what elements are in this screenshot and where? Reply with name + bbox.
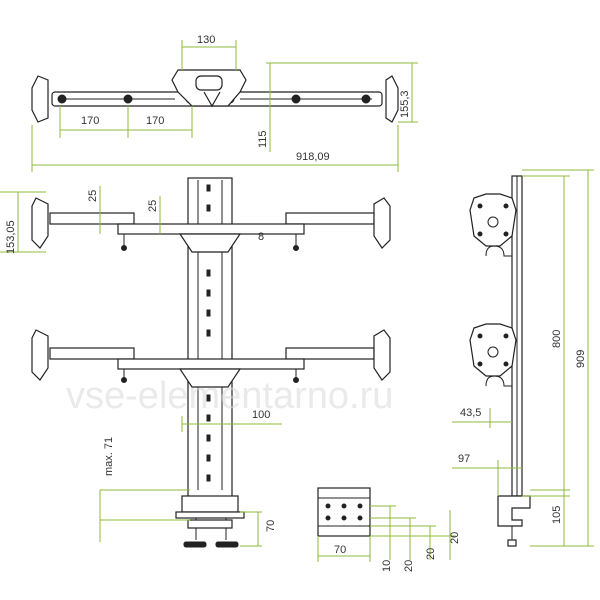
dim-70-clamp: 70 [265,520,277,532]
top-view-dimensions: 130 170 170 918,09 155,3 115 [31,34,418,172]
dim-20-a: 20 [403,560,415,572]
dim-20-c: 20 [449,532,461,544]
dim-153-05: 153,05 [5,220,17,254]
dim-100: 100 [252,409,270,421]
top-view [31,69,399,123]
side-view-dimensions: 909 800 105 43,5 97 [452,169,594,547]
dim-43-5: 43,5 [460,407,481,419]
dim-130: 130 [197,34,215,46]
watermark: vse-elementarno.ru [66,375,393,417]
front-view: 8 [31,177,391,548]
dim-155-3: 155,3 [399,90,411,118]
dim-25-b: 25 [147,200,159,212]
dim-800: 800 [551,330,563,348]
dim-97: 97 [458,453,470,465]
dim-170-left: 170 [81,115,99,127]
front-view-dimensions: 153,05 25 25 100 max. 71 70 [0,186,282,547]
plate-view [317,487,371,537]
dim-918-09: 918,09 [296,151,330,163]
side-view [469,175,531,547]
dim-70-plate: 70 [334,544,346,556]
dim-909: 909 [575,350,587,368]
dim-170-right: 170 [146,115,164,127]
plate-view-dimensions: 70 10 20 20 20 [317,505,461,572]
dim-105: 105 [551,506,563,524]
dim-25-a: 25 [87,190,99,202]
dim-10: 10 [381,560,393,572]
screw-glyph: 8 [258,231,264,243]
dim-115: 115 [257,130,269,148]
dim-20-b: 20 [425,548,437,560]
dim-max-71: max. 71 [103,437,115,476]
